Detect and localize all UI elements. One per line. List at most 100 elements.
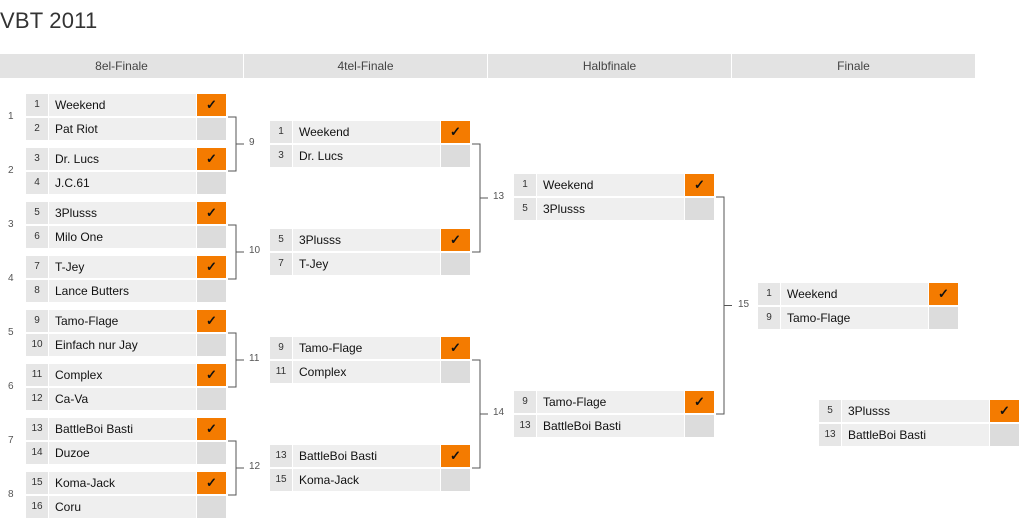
winner-check-icon: ✓: [441, 229, 470, 251]
winner-check-icon: ✓: [197, 94, 226, 116]
participant-name: BattleBoi Basti: [49, 418, 196, 440]
participant-name: Weekend: [781, 283, 928, 305]
participant-name: T-Jey: [293, 253, 440, 275]
participant-name: Weekend: [49, 94, 196, 116]
participant-name: T-Jey: [49, 256, 196, 278]
match-number: 8: [8, 489, 14, 500]
participant-name: 3Plusss: [293, 229, 440, 251]
participant-name: Dr. Lucs: [49, 148, 196, 170]
participant-name: Duzoe: [49, 442, 196, 464]
match-number: 2: [8, 165, 14, 176]
participant-name: 3Plusss: [537, 198, 684, 220]
result-box: [197, 172, 226, 194]
participant-name: Einfach nur Jay: [49, 334, 196, 356]
match-number: 14: [493, 407, 505, 418]
bracket-line: [228, 332, 237, 388]
seed-number: 15: [270, 469, 293, 491]
participant-name: Ca-Va: [49, 388, 196, 410]
result-box: [441, 469, 470, 491]
participant-name: Tamo-Flage: [49, 310, 196, 332]
participant-name: Complex: [293, 361, 440, 383]
bracket-line: [716, 196, 725, 415]
match-number: 12: [249, 461, 261, 472]
participant-name: Weekend: [293, 121, 440, 143]
result-box: [197, 388, 226, 410]
seed-number: 5: [26, 202, 49, 224]
round-header-finale: Finale: [732, 54, 975, 78]
match-number: 7: [8, 435, 14, 446]
result-box: [990, 424, 1019, 446]
match-number: 4: [8, 273, 14, 284]
result-box: [441, 145, 470, 167]
winner-check-icon: ✓: [197, 364, 226, 386]
participant-name: Coru: [49, 496, 196, 518]
participant-name: Tamo-Flage: [293, 337, 440, 359]
participant-name: Weekend: [537, 174, 684, 196]
result-box: [197, 334, 226, 356]
seed-number: 9: [514, 391, 537, 413]
seed-number: 3: [270, 145, 293, 167]
seed-number: 1: [270, 121, 293, 143]
round-header-halbfinale: Halbfinale: [488, 54, 731, 78]
participant-name: Dr. Lucs: [293, 145, 440, 167]
seed-number: 11: [26, 364, 49, 386]
winner-check-icon: ✓: [685, 391, 714, 413]
bracket-line: [472, 143, 481, 253]
bracket-line: [228, 224, 237, 280]
seed-number: 14: [26, 442, 49, 464]
participant-name: BattleBoi Basti: [293, 445, 440, 467]
winner-check-icon: ✓: [441, 121, 470, 143]
participant-name: J.C.61: [49, 172, 196, 194]
match-number: 1: [8, 111, 14, 122]
participant-name: BattleBoi Basti: [537, 415, 684, 437]
participant-name: Complex: [49, 364, 196, 386]
bracket-line: [472, 359, 481, 469]
winner-check-icon: ✓: [197, 310, 226, 332]
participant-name: BattleBoi Basti: [842, 424, 989, 446]
result-box: [197, 226, 226, 248]
seed-number: 9: [270, 337, 293, 359]
match-number: 10: [249, 245, 261, 256]
seed-number: 1: [758, 283, 781, 305]
seed-number: 1: [514, 174, 537, 196]
seed-number: 16: [26, 496, 49, 518]
participant-name: Koma-Jack: [49, 472, 196, 494]
result-box: [929, 307, 958, 329]
seed-number: 13: [819, 424, 842, 446]
